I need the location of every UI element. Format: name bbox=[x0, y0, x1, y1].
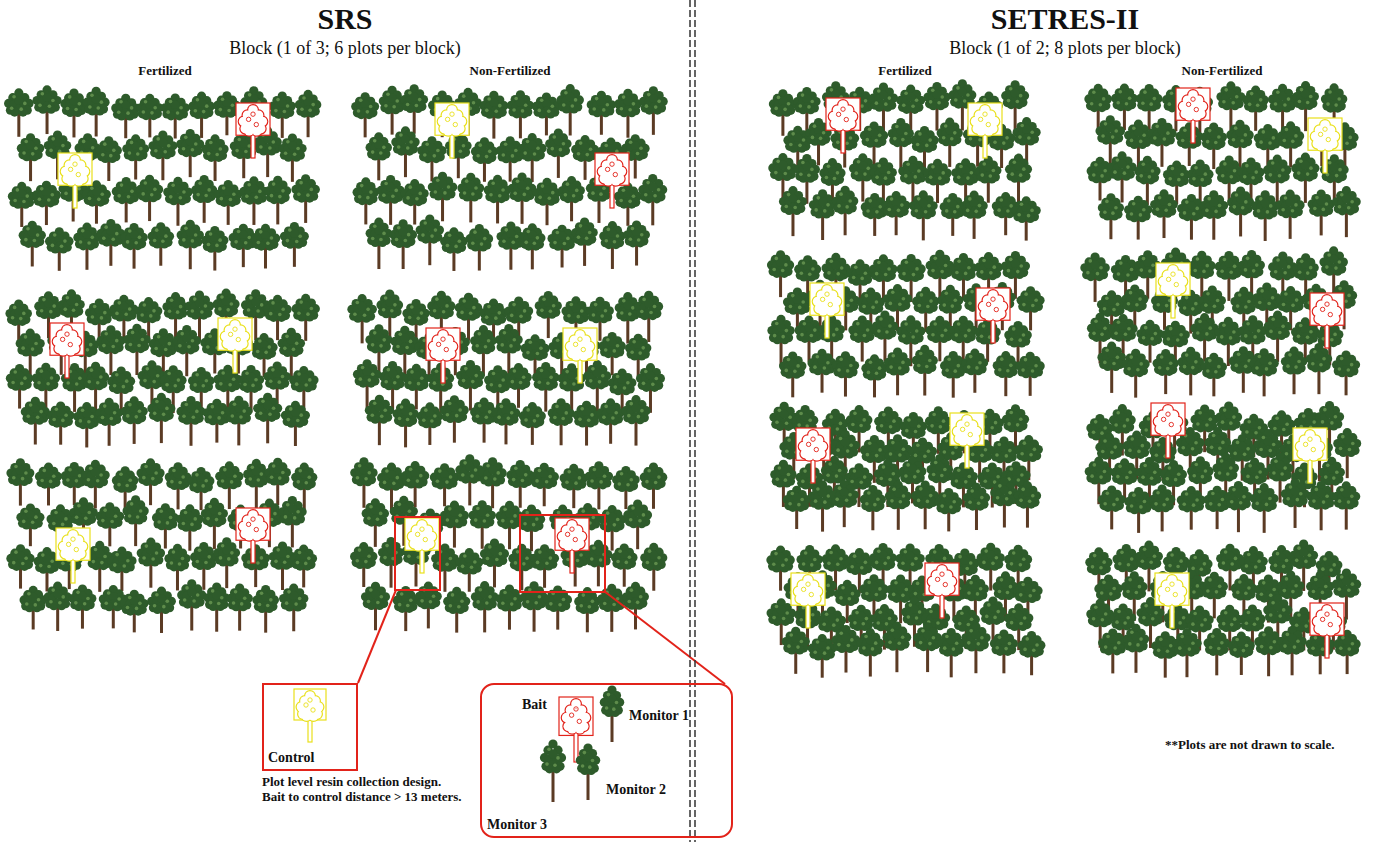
figure-stage: ControlBaitMonitor 1Monitor 2Monitor 3SR… bbox=[0, 0, 1378, 842]
